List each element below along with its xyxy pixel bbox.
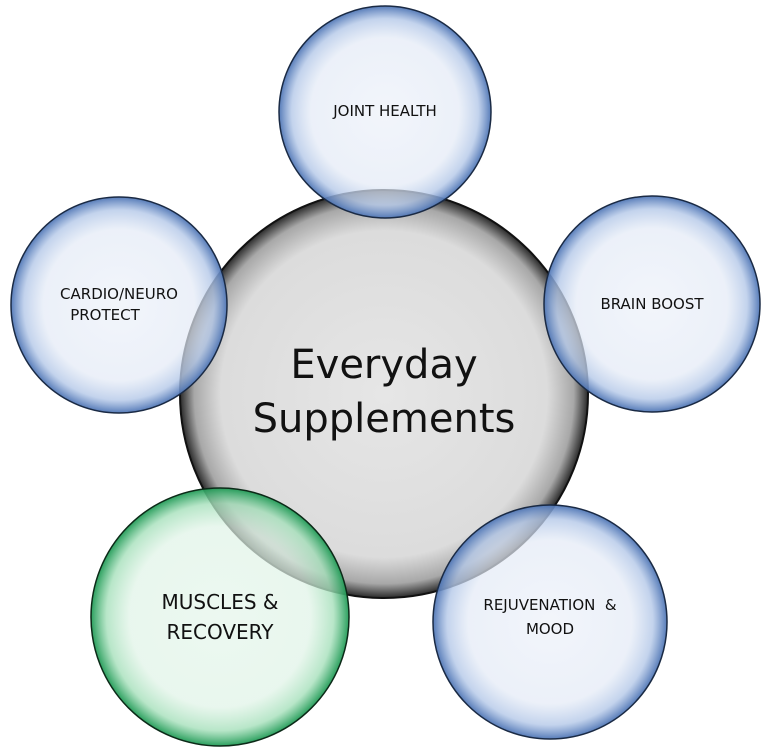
node-label: JOINT HEALTH bbox=[332, 102, 437, 120]
center-title-line1: Everyday bbox=[290, 342, 477, 388]
node-label-line1: MUSCLES & bbox=[162, 590, 279, 614]
node-joint-health: JOINT HEALTH bbox=[278, 5, 492, 219]
node-label-line1: REJUVENATION & bbox=[483, 596, 617, 614]
node-brain-boost: BRAIN BOOST bbox=[543, 195, 761, 413]
node-label-line2: PROTECT bbox=[70, 306, 140, 324]
node-label-line2: RECOVERY bbox=[166, 620, 274, 644]
node-muscles-recovery: MUSCLES & RECOVERY bbox=[90, 487, 350, 747]
center-circle: Everyday Supplements bbox=[179, 189, 589, 599]
node-rejuvenation-mood: REJUVENATION & MOOD bbox=[432, 504, 668, 740]
node-label: BRAIN BOOST bbox=[600, 295, 704, 313]
node-cardio-neuro: CARDIO/NEURO PROTECT bbox=[10, 196, 228, 414]
node-label-line1: CARDIO/NEURO bbox=[60, 285, 178, 303]
center-title-line2: Supplements bbox=[253, 396, 516, 442]
node-label-line2: MOOD bbox=[526, 620, 574, 638]
